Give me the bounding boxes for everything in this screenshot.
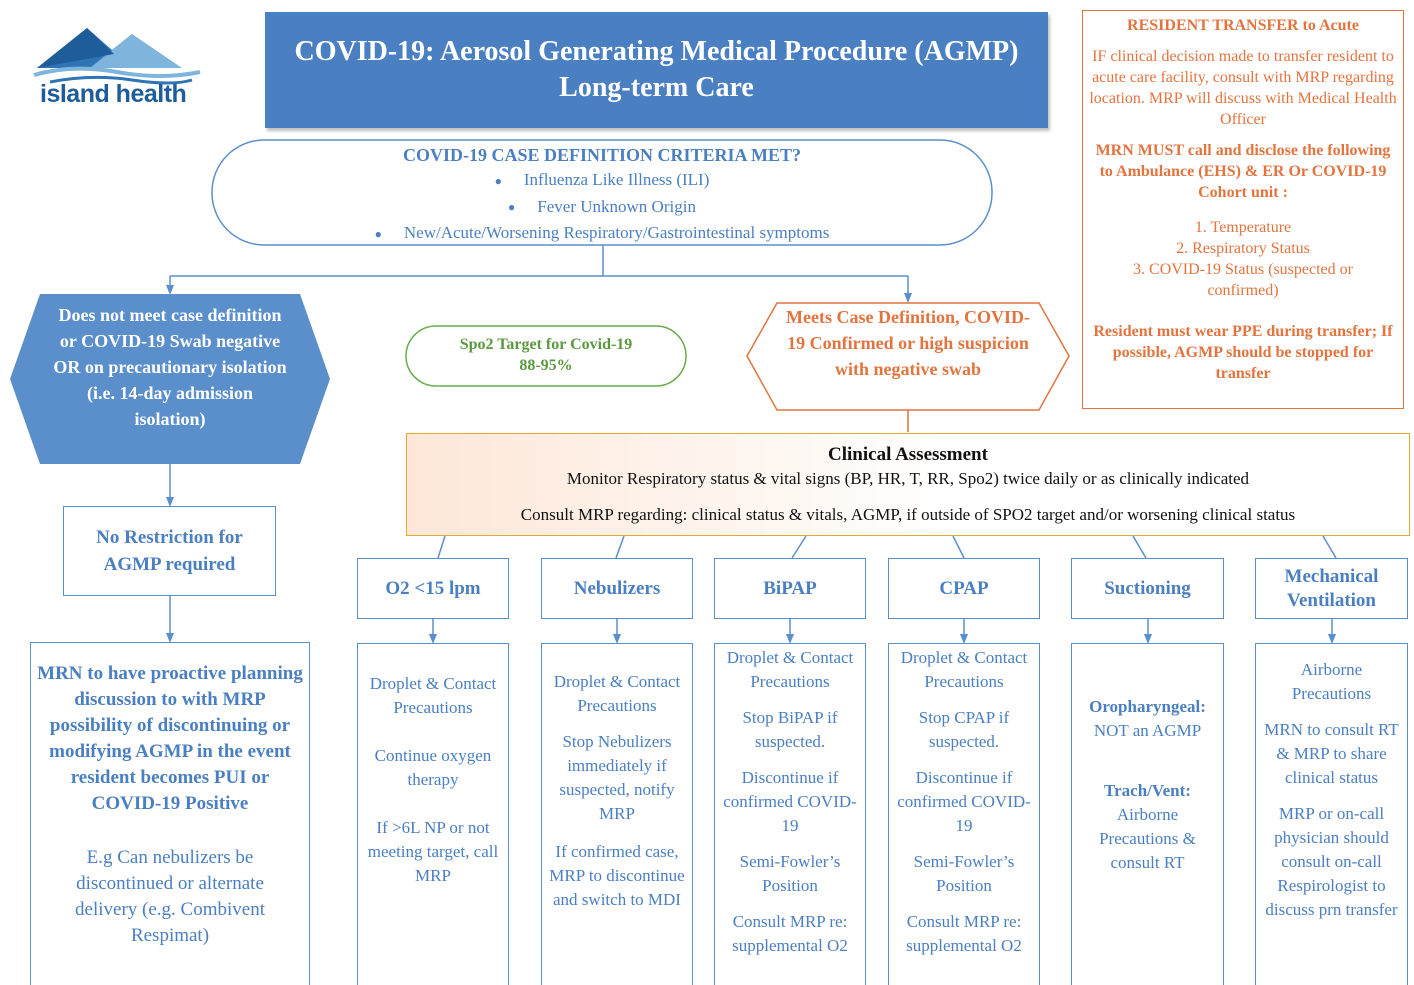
column-body-nebulizers: Droplet & Contact Precautions Stop Nebul… (541, 643, 693, 985)
logo-wordmark: island health (40, 80, 187, 108)
transfer-item-covid-status: 3. COVID-19 Status (suspected or confirm… (1133, 261, 1353, 299)
meets-hexagon-shape (746, 302, 1070, 411)
o2-continue-therapy: Continue oxygen therapy (374, 746, 492, 789)
column-header-bipap: BiPAP (714, 558, 866, 619)
bipap-stop: Stop BiPAP if suspected. (742, 708, 838, 751)
transfer-paragraph-1: IF clinical decision made to transfer re… (1089, 48, 1397, 128)
bipap-discontinue: Discontinue if confirmed COVID-19 (723, 768, 857, 835)
cpap-position: Semi-Fowler’s Position (913, 852, 1015, 895)
ventilation-consult-rt: MRN to consult RT & MRP to share clinica… (1264, 720, 1399, 787)
page-title: COVID-19: Aerosol Generating Medical Pro… (265, 12, 1048, 128)
column-body-mechanical-ventilation: Airborne Precautions MRN to consult RT &… (1255, 643, 1408, 985)
mrn-planning-box: MRN to have proactive planning discussio… (30, 642, 310, 985)
ventilation-respirologist: MRP or on-call physician should consult … (1265, 804, 1398, 919)
spo2-target-label: Spo2 Target for Covid-19 (459, 336, 633, 353)
assessment-to-columns-connectors (437, 535, 1337, 559)
page-title-line1: COVID-19: Aerosol Generating Medical Pro… (294, 36, 1019, 67)
suctioning-oropharyngeal-text: NOT an AGMP (1093, 721, 1202, 740)
nebulizers-switch-mdi: If confirmed case, MRP to discontinue an… (549, 842, 685, 909)
o2-call-mrp: If >6L NP or not meeting target, call MR… (367, 818, 499, 885)
clinical-assessment-monitor: Monitor Respiratory status & vital signs… (566, 469, 1250, 488)
bipap-position: Semi-Fowler’s Position (739, 852, 841, 895)
criteria-item: ●Influenza Like Illness (ILI) (494, 170, 710, 189)
meets-case-text: Meets Case Definition, COVID-19 Confirme… (786, 307, 1030, 379)
spo2-target-range: 88-95% (519, 357, 573, 374)
nebulizers-stop: Stop Nebulizers immediately if suspected… (559, 732, 675, 823)
column-header-o2: O2 <15 lpm (357, 558, 509, 619)
criteria-item: ●New/Acute/Worsening Respiratory/Gastroi… (374, 223, 830, 243)
clinical-assessment-box: Clinical Assessment Monitor Respiratory … (406, 433, 1410, 536)
clinical-assessment-consult: Consult MRP regarding: clinical status &… (520, 505, 1296, 524)
criteria-item: ●Fever Unknown Origin (508, 196, 696, 216)
ventilation-precautions: Airborne Precautions (1291, 660, 1372, 703)
suctioning-oropharyngeal: Oropharyngeal: NOT an AGMP (1078, 695, 1217, 743)
criteria-title: COVID-19 CASE DEFINITION CRITERIA MET? (402, 145, 802, 165)
bipap-consult: Consult MRP re: supplemental O2 (732, 912, 848, 955)
not-meet-hexagon-shape (10, 294, 330, 464)
criteria-split-connector (166, 244, 912, 303)
column-header-cpap: CPAP (888, 558, 1040, 619)
island-health-logo: island health (32, 20, 207, 115)
cpap-discontinue: Discontinue if confirmed COVID-19 (897, 768, 1031, 835)
criteria-list: ●Influenza Like Illness (ILI) ●Fever Unk… (212, 167, 992, 247)
clinical-assessment-title: Clinical Assessment (828, 444, 988, 465)
suctioning-trach-label: Trach/Vent: (1104, 781, 1191, 800)
column-header-suctioning: Suctioning (1071, 558, 1224, 619)
page-title-line2: Long-term Care (559, 72, 754, 103)
not-meet-case-text: Does not meet case definition or COVID-1… (53, 305, 287, 429)
o2-precautions: Droplet & Contact Precautions (369, 674, 497, 717)
mountain-logo-icon (33, 28, 201, 85)
column-body-cpap: Droplet & Contact Precautions Stop CPAP … (888, 643, 1040, 985)
no-restriction-box: No Restriction for AGMP required (63, 506, 276, 596)
resident-transfer-box: RESIDENT TRANSFER to Acute IF clinical d… (1082, 10, 1404, 409)
cpap-precautions: Droplet & Contact Precautions (900, 648, 1028, 691)
cpap-stop: Stop CPAP if suspected. (918, 708, 1010, 751)
mrn-planning-text: MRN to have proactive planning discussio… (37, 663, 303, 814)
suctioning-trach-text: Airborne Precautions & consult RT (1099, 805, 1196, 872)
bipap-precautions: Droplet & Contact Precautions (726, 648, 854, 691)
transfer-item-respiratory: 2. Respiratory Status (1176, 240, 1310, 257)
column-body-o2: Droplet & Contact Precautions Continue o… (357, 643, 509, 985)
cpap-consult: Consult MRP re: supplemental O2 (906, 912, 1022, 955)
header-to-body-arrows (429, 619, 1336, 644)
suctioning-trach: Trach/Vent: Airborne Precautions & consu… (1078, 779, 1217, 875)
nebulizers-precautions: Droplet & Contact Precautions (553, 672, 681, 715)
spo2-capsule-shape (405, 325, 687, 387)
column-body-suctioning: Oropharyngeal: NOT an AGMP Trach/Vent: A… (1071, 643, 1224, 985)
transfer-item-temperature: 1. Temperature (1194, 219, 1292, 236)
spo2-target: Spo2 Target for Covid-19 88-95% (406, 334, 686, 376)
criteria-capsule-shape (211, 139, 993, 246)
column-body-bipap: Droplet & Contact Precautions Stop BiPAP… (714, 643, 866, 985)
column-header-mechanical-ventilation: Mechanical Ventilation (1255, 558, 1408, 619)
mrn-planning-example: E.g Can nebulizers be discontinued or al… (75, 847, 265, 946)
transfer-paragraph-3: Resident must wear PPE during transfer; … (1093, 323, 1393, 382)
transfer-heading: RESIDENT TRANSFER to Acute (1127, 17, 1359, 34)
criteria-box: COVID-19 CASE DEFINITION CRITERIA MET? ●… (212, 143, 992, 247)
transfer-paragraph-2: MRN MUST call and disclose the following… (1095, 142, 1391, 201)
suctioning-oropharyngeal-label: Oropharyngeal: (1089, 697, 1206, 716)
column-header-nebulizers: Nebulizers (541, 558, 693, 619)
